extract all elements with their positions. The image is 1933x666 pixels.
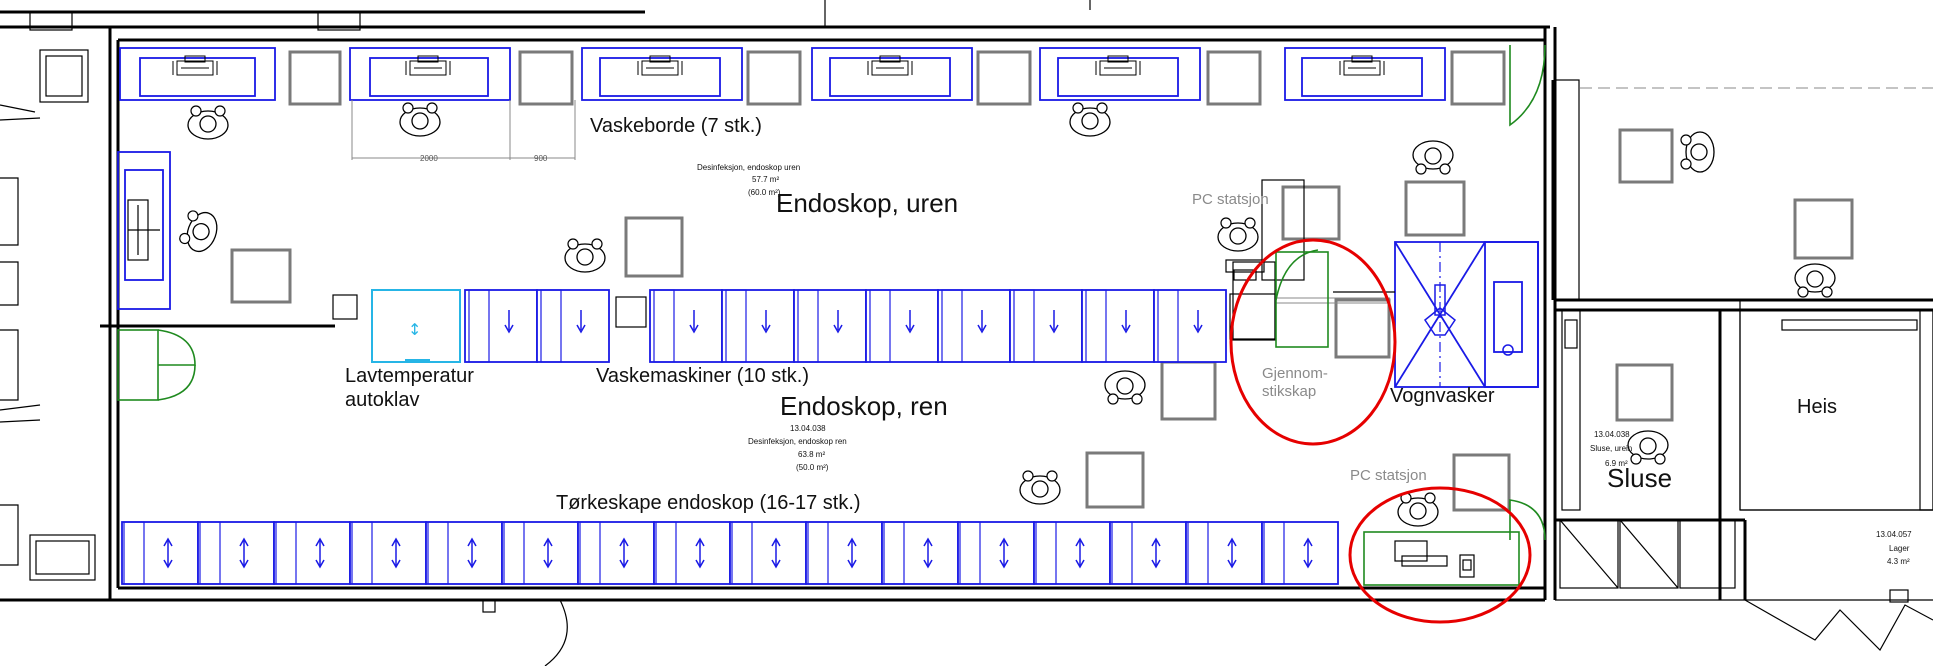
label-lavtemp-2: autoklav: [345, 389, 420, 411]
washer-unit: [1009, 289, 1083, 363]
washers: [464, 289, 1227, 363]
label-room-ren-area: 63.8 m²: [798, 450, 825, 459]
label-lavtemp-1: Lavtemperatur: [345, 365, 474, 387]
label-room-ren-req: (50.0 m²): [796, 463, 829, 472]
dryer-unit: [881, 521, 959, 585]
washer-unit: [865, 289, 939, 363]
label-endoskop-uren: Endoskop, uren: [776, 188, 958, 218]
label-room-ren-name: Desinfeksjon, endoskop ren: [748, 437, 847, 446]
washer-unit: [649, 289, 723, 363]
autoclave: [371, 289, 461, 363]
dimensions: 2000 900: [351, 100, 576, 163]
washer-unit: [1081, 289, 1155, 363]
dryer-unit: [577, 521, 655, 585]
dryer-unit: [957, 521, 1035, 585]
label-sluse-area: 6.9 m²: [1605, 459, 1628, 468]
dryer-unit: [653, 521, 731, 585]
pc-station-top: [1225, 259, 1265, 281]
dryer-unit: [273, 521, 351, 585]
label-lager-area: 4.3 m²: [1887, 557, 1910, 566]
sink-row: [119, 47, 1446, 101]
label-room-ren-number: 13.04.038: [790, 424, 826, 433]
annotations: [1229, 238, 1532, 624]
label-heis: Heis: [1797, 396, 1837, 418]
washer-unit: [721, 289, 795, 363]
pass-through-cabinet: [1232, 249, 1395, 348]
label-endoskop-ren: Endoskop, ren: [780, 391, 948, 421]
text-labels: Vaskeborde (7 stk.) Desinfeksjon, endosk…: [345, 115, 1912, 566]
label-lager-number: 13.04.057: [1876, 530, 1912, 539]
label-gjennom-2: stikskap: [1262, 383, 1316, 400]
washer-unit: [536, 289, 610, 363]
label-room-uren-area: 57.7 m²: [752, 175, 779, 184]
dim-900: 900: [534, 154, 548, 163]
label-pc-statsjon-2: PC statsjon: [1350, 467, 1427, 484]
washer-unit: [464, 289, 538, 363]
washer-unit: [793, 289, 867, 363]
label-vaskeborde: Vaskeborde (7 stk.): [590, 115, 762, 137]
pc-station-highlight: [1348, 486, 1532, 624]
door-swings: [117, 44, 1546, 541]
label-pc-statsjon-1: PC statsjon: [1192, 191, 1269, 208]
dryer-unit: [197, 521, 275, 585]
dryer-unit: [501, 521, 579, 585]
pc-station-desk: [1363, 531, 1520, 586]
dryer-unit: [1109, 521, 1187, 585]
dryer-unit: [1261, 521, 1339, 585]
left-sink-unit: [117, 151, 171, 310]
dryer-unit: [121, 521, 199, 585]
cart-washer: [1394, 241, 1539, 388]
label-torkeskape: Tørkeskape endoskop (16-17 stk.): [556, 492, 861, 514]
dryer-unit: [349, 521, 427, 585]
label-vaskemaskiner: Vaskemaskiner (10 stk.): [596, 365, 809, 387]
dryer-unit: [805, 521, 883, 585]
washer-unit: [937, 289, 1011, 363]
dryer-row: [121, 521, 1339, 585]
gray-boxes: [230, 50, 1854, 512]
label-sluse: Sluse: [1607, 463, 1672, 493]
dryer-unit: [425, 521, 503, 585]
label-room-uren-req: (60.0 m²): [748, 188, 781, 197]
pass-through-highlight: [1229, 238, 1397, 446]
label-sluse-number: 13.04.038: [1594, 430, 1630, 439]
label-room-uren-name: Desinfeksjon, endoskop uren: [697, 163, 800, 172]
label-gjennom-1: Gjennom-: [1262, 365, 1328, 382]
svg-text:↕: ↕: [408, 320, 421, 339]
washer-unit: [1153, 289, 1227, 363]
dryers: [121, 521, 1339, 585]
washer-row: ↕: [332, 179, 1390, 363]
dryer-unit: [1185, 521, 1263, 585]
label-lager-name: Lager: [1889, 544, 1910, 553]
dryer-unit: [1033, 521, 1111, 585]
label-sluse-name: Sluse, urein: [1590, 444, 1632, 453]
dim-2000: 2000: [420, 154, 438, 163]
label-vognvasker: Vognvasker: [1390, 385, 1495, 407]
right-rooms: [1559, 309, 1933, 589]
dryer-unit: [729, 521, 807, 585]
